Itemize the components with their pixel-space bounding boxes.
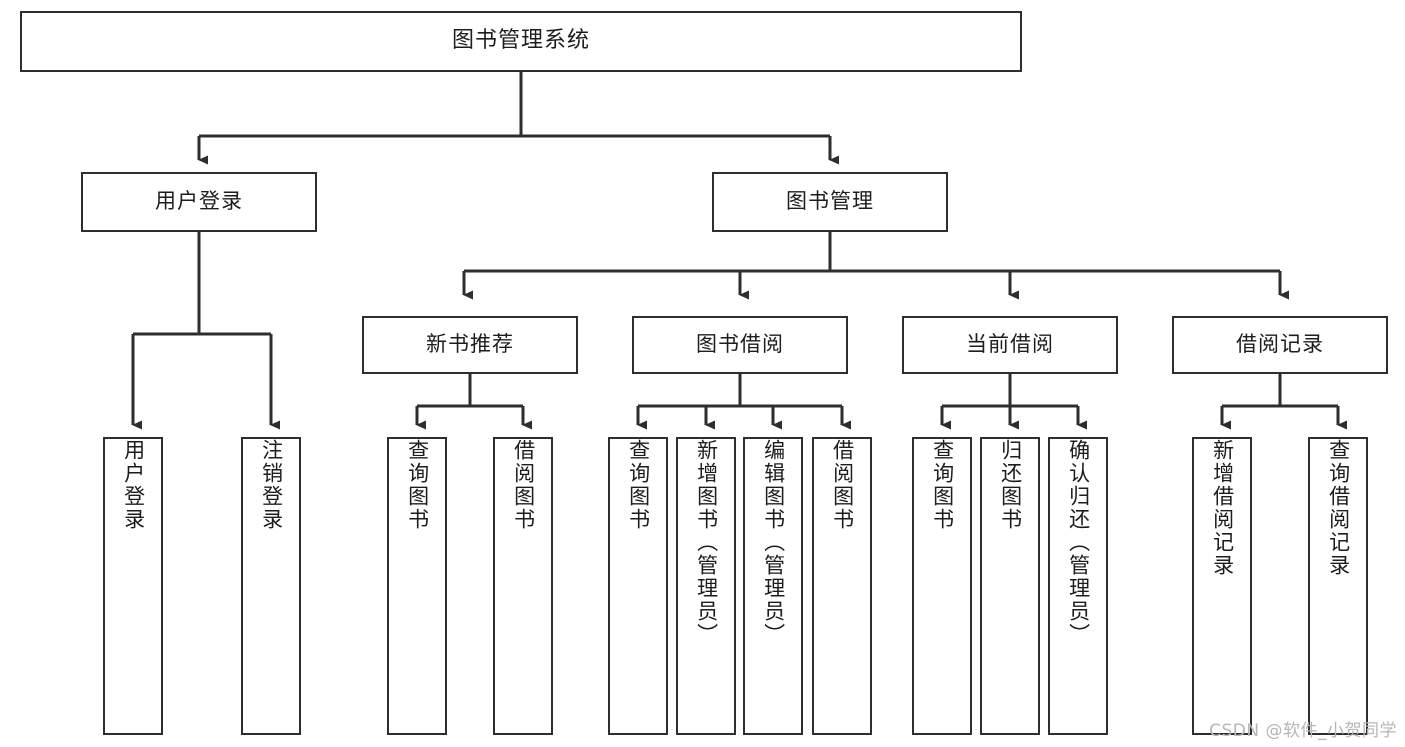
node-label: 用户登录 bbox=[155, 189, 243, 214]
watermark-text: CSDN @软件_小贺同学 bbox=[1209, 721, 1397, 741]
node-borrow-record[interactable]: 借阅记录 bbox=[1172, 316, 1388, 374]
leaf-new-book-borrow-book[interactable]: 借阅图书 bbox=[493, 437, 553, 735]
leaf-current-borrow-return-book[interactable]: 归还图书 bbox=[980, 437, 1040, 735]
leaf-label: 查询借阅记录 bbox=[1326, 439, 1351, 577]
leaf-borrow-record-add-record[interactable]: 新增借阅记录 bbox=[1192, 437, 1252, 735]
node-root-book-management-system[interactable]: 图书管理系统 bbox=[20, 11, 1022, 72]
leaf-label: 编辑图书（管理员） bbox=[761, 439, 786, 646]
leaf-label: 查询图书 bbox=[930, 439, 955, 531]
leaf-label: 用户登录 bbox=[121, 439, 146, 531]
leaf-user-login-login[interactable]: 用户登录 bbox=[103, 437, 163, 735]
leaf-label: 确认归还（管理员） bbox=[1066, 439, 1091, 646]
node-label: 借阅记录 bbox=[1236, 332, 1324, 357]
leaf-label: 借阅图书 bbox=[830, 439, 855, 531]
leaf-label: 归还图书 bbox=[998, 439, 1023, 531]
node-current-borrow[interactable]: 当前借阅 bbox=[902, 316, 1118, 374]
leaf-book-borrow-add-book-admin[interactable]: 新增图书（管理员） bbox=[676, 437, 736, 735]
leaf-book-borrow-borrow-book[interactable]: 借阅图书 bbox=[812, 437, 872, 735]
leaf-borrow-record-query-record[interactable]: 查询借阅记录 bbox=[1308, 437, 1368, 735]
node-label: 图书管理 bbox=[786, 189, 874, 214]
leaf-new-book-query-book[interactable]: 查询图书 bbox=[387, 437, 447, 735]
leaf-current-borrow-confirm-return-admin[interactable]: 确认归还（管理员） bbox=[1048, 437, 1108, 735]
node-book-borrow[interactable]: 图书借阅 bbox=[632, 316, 848, 374]
node-label: 当前借阅 bbox=[966, 332, 1054, 357]
leaf-label: 查询图书 bbox=[626, 439, 651, 531]
leaf-book-borrow-query-book[interactable]: 查询图书 bbox=[608, 437, 668, 735]
leaf-user-login-logout[interactable]: 注销登录 bbox=[241, 437, 301, 735]
node-user-login[interactable]: 用户登录 bbox=[81, 172, 317, 232]
node-label: 图书借阅 bbox=[696, 332, 784, 357]
leaf-current-borrow-query-book[interactable]: 查询图书 bbox=[912, 437, 972, 735]
node-label: 新书推荐 bbox=[426, 332, 514, 357]
node-label: 图书管理系统 bbox=[451, 28, 590, 54]
leaf-label: 新增图书（管理员） bbox=[694, 439, 719, 646]
leaf-label: 借阅图书 bbox=[511, 439, 536, 531]
node-new-book-recommend[interactable]: 新书推荐 bbox=[362, 316, 578, 374]
leaf-label: 注销登录 bbox=[259, 439, 284, 531]
node-book-management[interactable]: 图书管理 bbox=[712, 172, 948, 232]
leaf-label: 新增借阅记录 bbox=[1210, 439, 1235, 577]
leaf-book-borrow-edit-book-admin[interactable]: 编辑图书（管理员） bbox=[743, 437, 803, 735]
leaf-label: 查询图书 bbox=[405, 439, 430, 531]
